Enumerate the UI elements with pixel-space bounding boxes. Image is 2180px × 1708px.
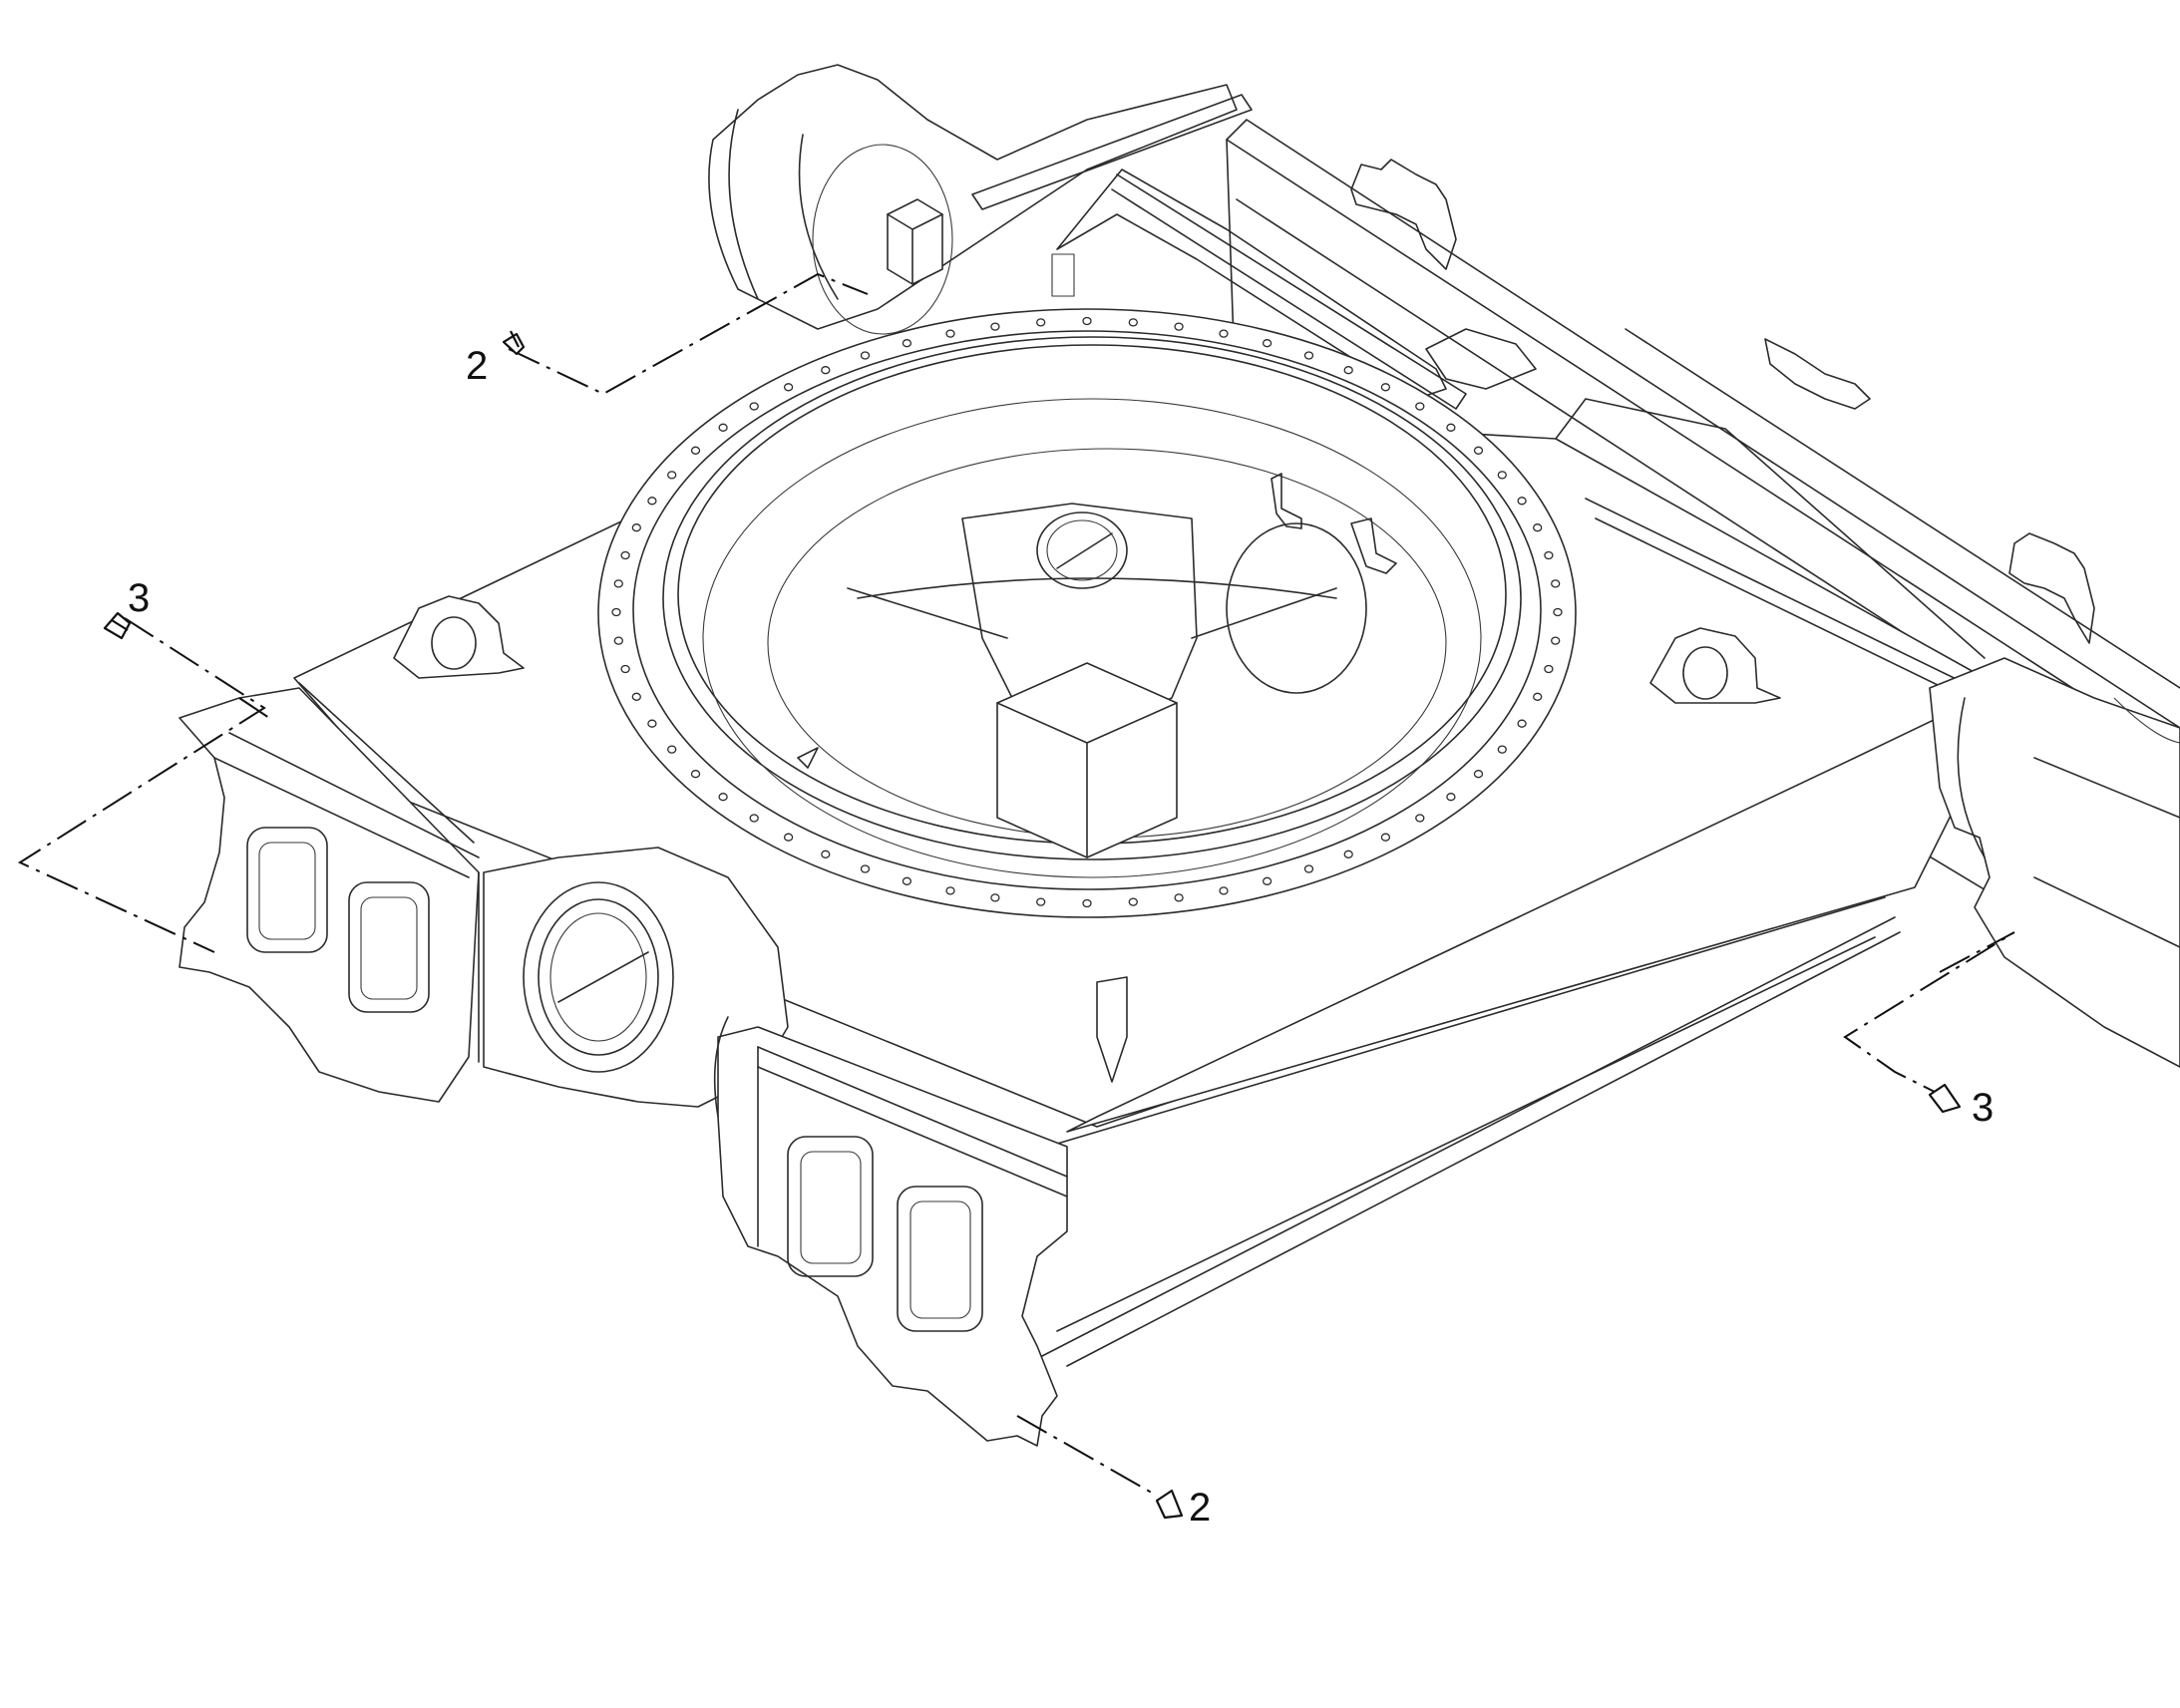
bolt-hole: [749, 402, 759, 411]
bolt-hole: [1473, 770, 1484, 779]
left-end-section: [179, 687, 789, 1108]
leader-left: [17, 617, 266, 953]
bolt-hole: [1533, 692, 1543, 701]
part-2-pin-icon: [502, 330, 526, 356]
bolt-hole: [1415, 402, 1425, 411]
upper-frame-arm: [708, 64, 1537, 410]
callout-label: 2: [1189, 1486, 1211, 1530]
bolt-hole: [1380, 383, 1391, 392]
leader-bottom: [1016, 1415, 1158, 1497]
ring-bolt-holes: [611, 316, 1563, 908]
bolt-hole: [1128, 318, 1138, 327]
bolt-hole: [1553, 607, 1563, 617]
bolt-hole: [690, 446, 701, 455]
bolt-hole: [1219, 329, 1229, 338]
callout-3-right[interactable]: 3: [1928, 1083, 1994, 1130]
bolt-hole: [1174, 893, 1184, 902]
bolt-hole: [1262, 876, 1272, 885]
bolt-hole: [690, 770, 701, 779]
bolt-hole: [611, 607, 621, 617]
bolt-hole: [631, 692, 641, 701]
bolt-hole: [1082, 316, 1092, 326]
bolt-hole: [631, 523, 641, 532]
leader-top-left: [508, 272, 869, 396]
bolt-hole: [667, 745, 677, 754]
bolt-hole: [1303, 351, 1314, 360]
bolt-hole: [902, 339, 912, 348]
bolt-hole: [1544, 550, 1554, 560]
bolt-hole: [821, 366, 831, 375]
bolt-hole: [1446, 793, 1456, 802]
bolt-hole: [647, 719, 657, 728]
bolt-hole: [945, 886, 955, 895]
bolt-hole: [1343, 366, 1353, 375]
leader-left-b: [238, 697, 270, 719]
bolt-hole: [1497, 745, 1507, 754]
bolt-hole: [613, 636, 623, 645]
callout-label: 2: [466, 344, 488, 388]
bolt-hole: [1544, 664, 1554, 674]
callout-2-top[interactable]: 2: [466, 330, 526, 388]
bolt-hole: [620, 550, 630, 560]
bolt-hole: [620, 664, 630, 674]
bolt-hole: [1262, 339, 1272, 348]
bolt-hole: [1303, 864, 1314, 873]
bolt-hole: [1517, 497, 1527, 506]
callout-label: 3: [1972, 1086, 1994, 1130]
callout-label: 3: [128, 576, 150, 620]
bolt-hole: [1128, 897, 1138, 906]
bolt-hole: [860, 864, 871, 873]
bolt-hole: [1533, 523, 1543, 532]
bolt-hole: [990, 893, 1000, 902]
part-3-pin-icon: [103, 611, 132, 640]
bolt-hole: [1446, 423, 1456, 432]
bolt-hole: [902, 876, 912, 885]
bolt-hole: [1036, 897, 1046, 906]
bolt-hole: [1415, 814, 1425, 823]
bolt-hole: [1551, 579, 1561, 588]
bolt-hole: [1082, 898, 1092, 908]
slewing-ring: [597, 308, 1577, 918]
callout-2-bottom[interactable]: 2: [1155, 1486, 1211, 1530]
part-2-pin-icon: [1155, 1489, 1184, 1520]
front-lower-section: [713, 976, 1128, 1447]
bolt-hole: [945, 329, 955, 338]
bolt-hole: [667, 471, 677, 480]
bolt-hole: [1219, 886, 1229, 895]
bolt-hole: [1174, 322, 1184, 331]
bolt-hole: [821, 850, 831, 858]
bolt-hole: [783, 833, 794, 842]
bolt-hole: [1036, 318, 1046, 327]
bolt-hole: [613, 579, 623, 588]
bolt-hole: [990, 322, 1000, 331]
bolt-hole: [1497, 471, 1507, 480]
bolt-hole: [860, 351, 871, 360]
part-3-pin-icon: [1928, 1083, 1962, 1114]
bolt-hole: [1473, 446, 1484, 455]
bolt-hole: [749, 814, 759, 823]
leader-lines: [17, 272, 2015, 1497]
mounting-lugs: [393, 595, 1781, 704]
bolt-hole: [1551, 636, 1561, 645]
bolt-hole: [718, 423, 728, 432]
bolt-hole: [647, 497, 657, 506]
leader-right: [1843, 931, 2015, 1103]
bolt-hole: [1343, 850, 1353, 858]
bolt-hole: [718, 793, 728, 802]
bolt-hole: [783, 383, 794, 392]
bolt-hole: [1380, 833, 1391, 842]
callout-3-left[interactable]: 3: [103, 576, 150, 640]
bolt-hole: [1517, 719, 1527, 728]
